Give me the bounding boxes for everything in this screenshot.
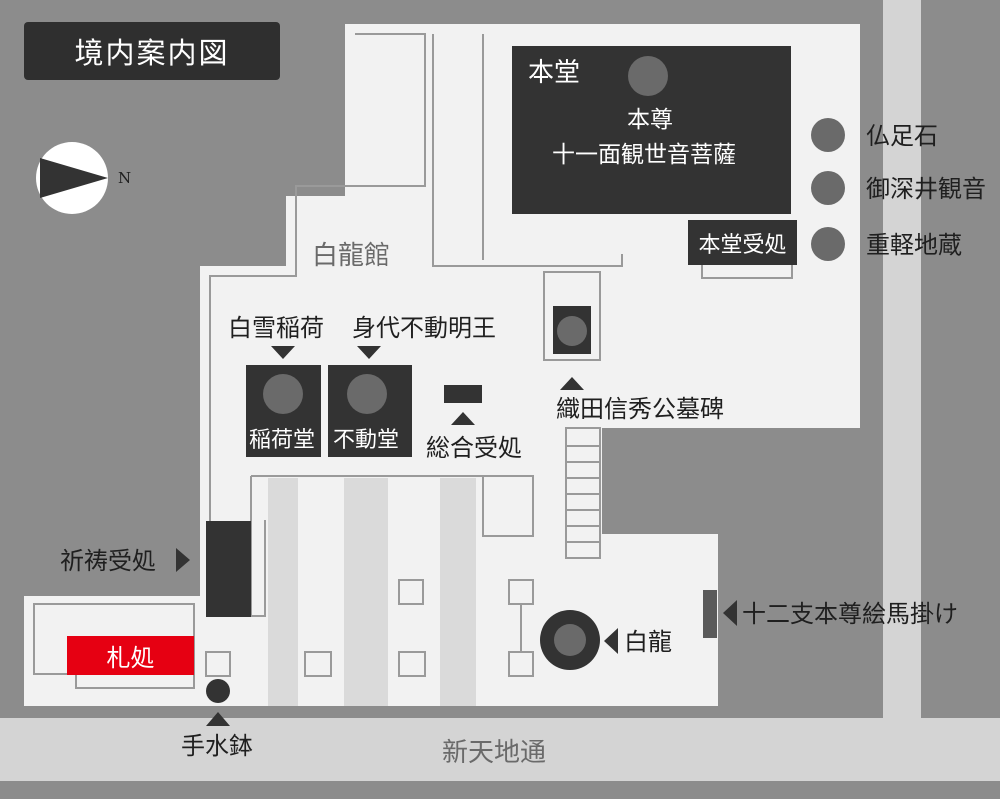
arrow-up-temizubachi-icon — [206, 712, 230, 726]
bussokuseki-label: 仏足石 — [866, 122, 938, 150]
arrow-down-inari-icon — [271, 346, 295, 359]
arrow-right-prayer-icon — [176, 548, 190, 572]
honzon-title: 本尊 — [627, 107, 673, 133]
hakuryu-inner — [554, 624, 586, 656]
ema-board[interactable] — [703, 590, 717, 638]
arrow-up-oda-icon — [560, 377, 584, 390]
oda-monument-marker — [557, 316, 587, 346]
arrow-left-hakuryu-icon — [604, 628, 618, 654]
road-label: 新天地通 — [442, 738, 547, 768]
fudo-hall-label: 不動堂 — [333, 428, 400, 453]
ema-label: 十二支本尊絵馬掛け — [742, 600, 958, 628]
bussokuseki-marker[interactable] — [811, 118, 845, 152]
ofukai-kannon-marker[interactable] — [811, 171, 845, 205]
road-shintenchi-dori — [0, 718, 1000, 781]
honzon-name: 十一面観世音菩薩 — [552, 142, 736, 168]
inari-hall-label: 稲荷堂 — [249, 428, 316, 453]
general-reception-label: 総合受処 — [426, 434, 522, 462]
prayer-reception-label: 祈祷受処 — [60, 547, 156, 575]
hondo-label: 本堂 — [528, 58, 581, 88]
oda-monument-label: 織田信秀公墓碑 — [556, 395, 724, 423]
paving-stripes — [268, 478, 476, 706]
hondo-marker — [628, 56, 668, 96]
arrow-down-fudo-icon — [357, 346, 381, 359]
fudo-hall-marker — [347, 374, 387, 414]
omokaru-jizo-label: 重軽地蔵 — [866, 231, 962, 259]
arrow-up-general-reception-icon — [451, 412, 475, 425]
hondo-reception[interactable]: 本堂受処 — [688, 220, 797, 265]
arrow-left-ema-icon — [723, 600, 737, 626]
hakuryu-label: 白龍 — [624, 628, 672, 656]
side-street — [883, 0, 921, 720]
migawari-fudo-label: 身代不動明王 — [352, 314, 496, 342]
fudasho-label[interactable]: 札処 — [67, 636, 194, 675]
temizubachi-marker[interactable] — [206, 679, 230, 703]
general-reception-block[interactable] — [444, 385, 482, 403]
inari-hall-marker — [263, 374, 303, 414]
building-outlines — [33, 33, 793, 689]
omokaru-jizo-marker[interactable] — [811, 227, 845, 261]
pointer-arrows — [176, 346, 737, 726]
temizubachi-label: 手水鉢 — [181, 732, 253, 760]
map-title: 境内案内図 — [24, 22, 280, 80]
prayer-reception-block[interactable] — [206, 521, 251, 617]
hakuryukan-label: 白龍館 — [312, 241, 391, 271]
ofukai-kannon-label: 御深井観音 — [866, 175, 986, 203]
compass-icon — [36, 142, 108, 214]
shirayuki-inari-label: 白雪稲荷 — [228, 314, 324, 342]
compass-north-label: N — [118, 169, 132, 187]
